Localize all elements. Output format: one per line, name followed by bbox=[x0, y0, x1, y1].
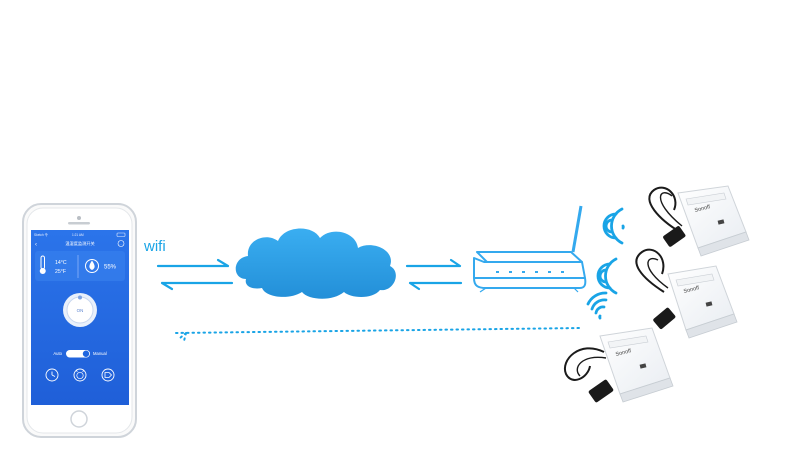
dotted-connection bbox=[175, 327, 583, 342]
tag-icon[interactable] bbox=[101, 368, 115, 382]
sonoff-device: Sonoff bbox=[648, 185, 750, 257]
status-carrier: Sketch 令 bbox=[34, 232, 49, 237]
router-icon bbox=[473, 205, 587, 293]
device-brand: Sonoff bbox=[683, 285, 700, 295]
back-icon: ‹ bbox=[35, 242, 37, 248]
device-brand: Sonoff bbox=[694, 204, 711, 214]
arrow-left-icon bbox=[408, 281, 463, 291]
device-brand: Sonoff bbox=[615, 348, 632, 358]
svg-text:···: ··· bbox=[120, 242, 123, 246]
sonoff-device: Sonoff bbox=[635, 248, 738, 339]
status-time: 1:21 AM bbox=[72, 233, 84, 237]
router-led-icons bbox=[496, 271, 564, 273]
mode-auto-label: Auto bbox=[53, 351, 62, 356]
cloud-icon bbox=[235, 228, 396, 299]
smartphone: Sketch 令 1:21 AM ‹ 温湿度监测开关 ··· 14°C 25°F bbox=[22, 203, 137, 438]
phone-cloud-arrows bbox=[156, 258, 234, 291]
temperature-c: 14°C bbox=[55, 260, 67, 266]
arrow-right-icon bbox=[156, 258, 230, 268]
wifi-label: wifi bbox=[143, 238, 166, 255]
mode-manual-label: Manual bbox=[93, 351, 107, 356]
alarm-icon[interactable] bbox=[73, 368, 87, 382]
mode-toggle[interactable] bbox=[66, 350, 90, 358]
more-icon bbox=[117, 240, 125, 247]
power-button[interactable]: ON bbox=[63, 293, 97, 327]
humidity-icon bbox=[85, 259, 99, 273]
sonoff-device: Sonoff bbox=[563, 327, 674, 403]
temperature-f: 25°F bbox=[55, 269, 66, 275]
wifi-signal-icon bbox=[586, 207, 625, 320]
timer-icon[interactable] bbox=[45, 368, 59, 382]
arrow-right-icon bbox=[405, 258, 462, 268]
arrow-left-icon bbox=[160, 281, 234, 291]
power-state: ON bbox=[77, 308, 84, 313]
phone-screen: Sketch 令 1:21 AM ‹ 温湿度监测开关 ··· 14°C 25°F bbox=[31, 230, 129, 405]
humidity-value: 55% bbox=[104, 265, 117, 271]
home-button-icon bbox=[70, 410, 88, 428]
cloud-router-arrows bbox=[405, 258, 463, 291]
thermometer-icon bbox=[39, 255, 46, 274]
app-title: 温湿度监测开关 bbox=[65, 240, 94, 247]
